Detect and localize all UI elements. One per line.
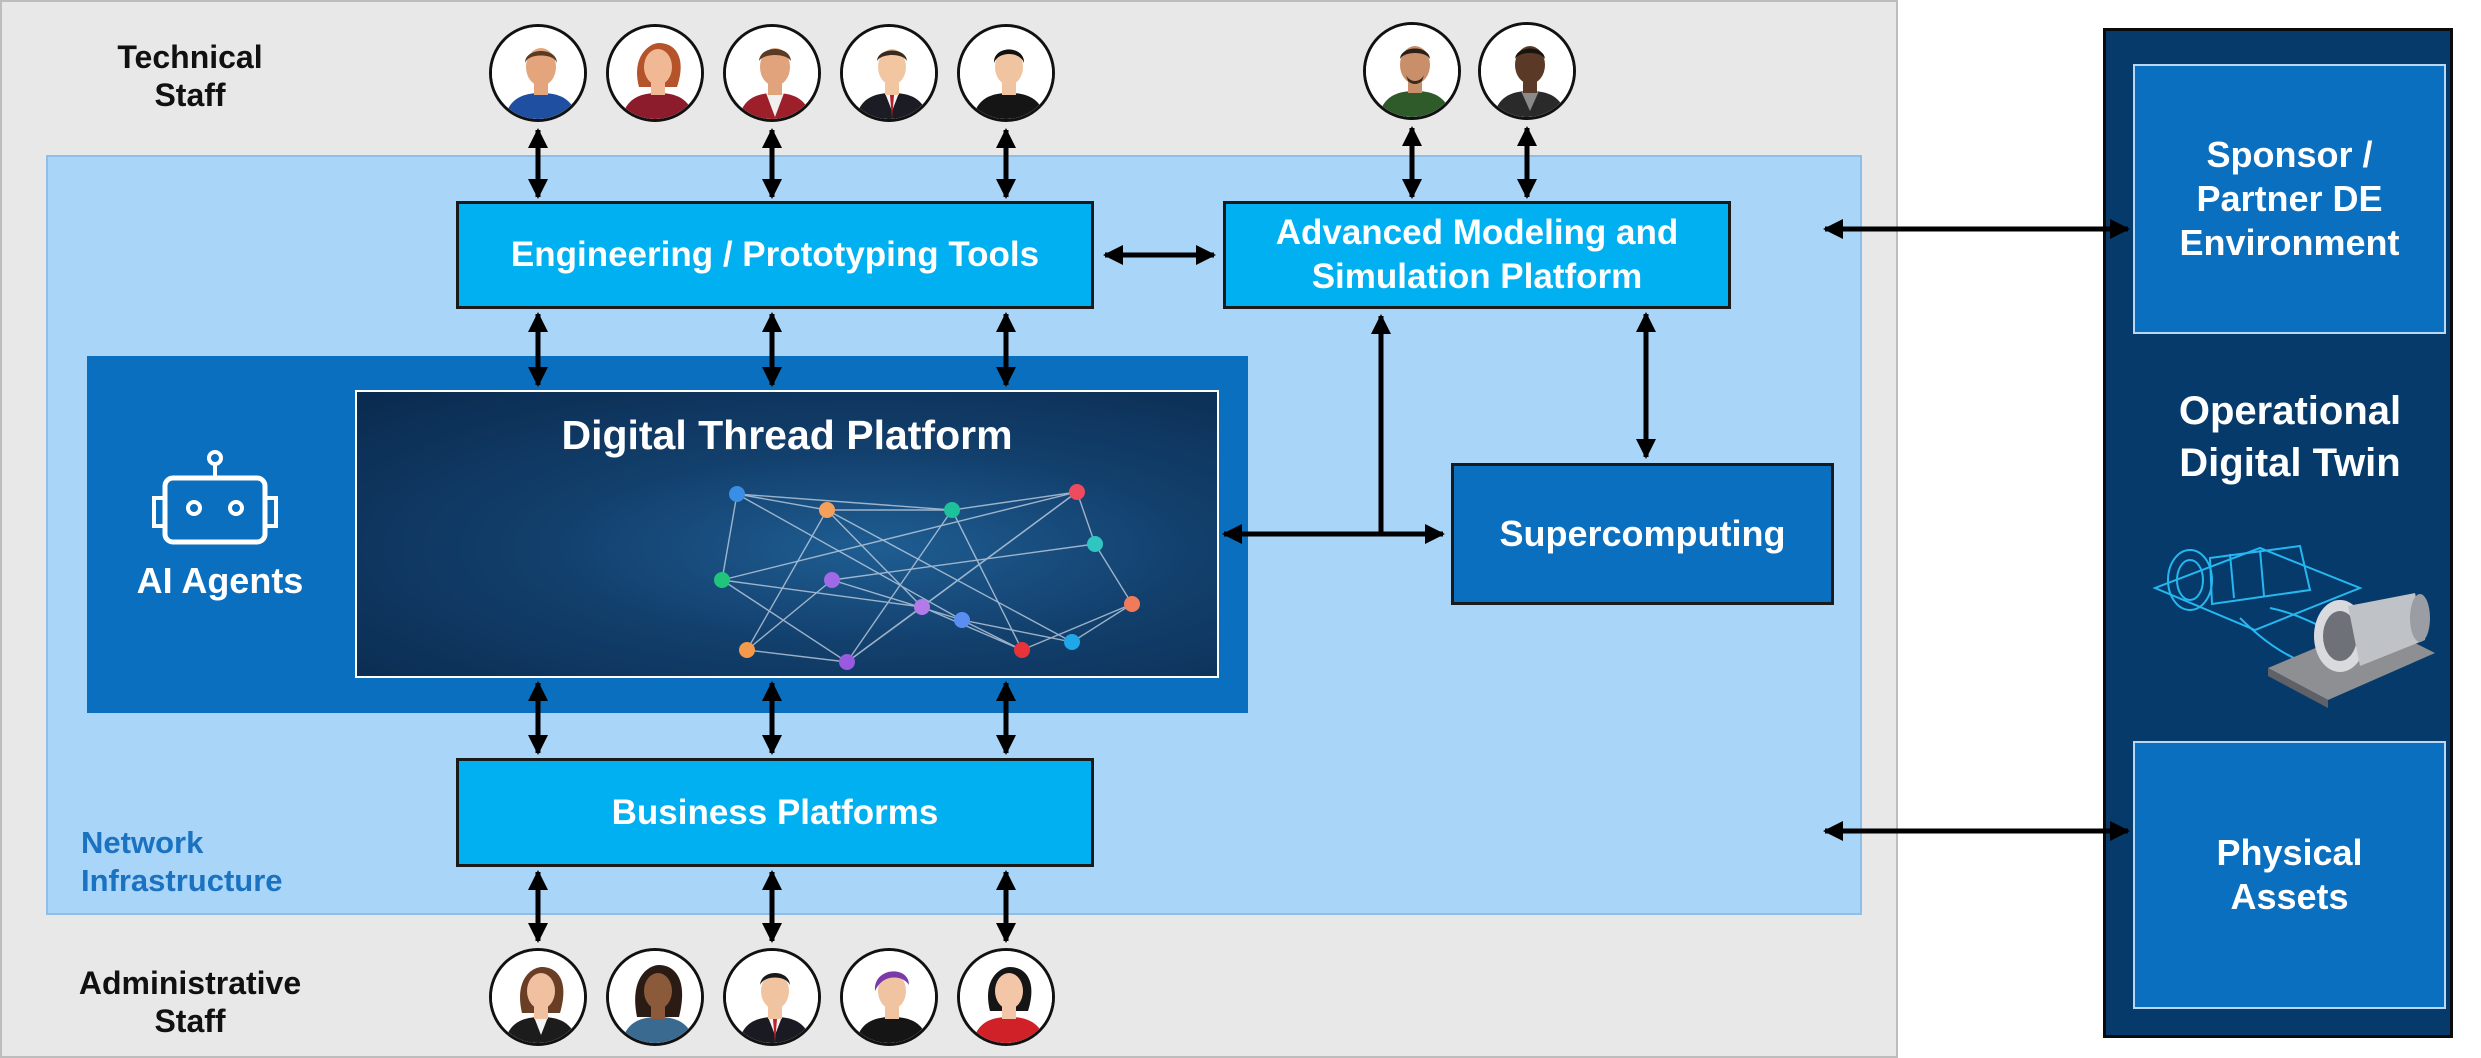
person-icon bbox=[723, 24, 821, 122]
jet-engine-icon bbox=[2150, 528, 2440, 708]
sponsor-partner-de-environment-box[interactable]: Sponsor / Partner DE Environment bbox=[2133, 64, 2446, 334]
technical-staff-label: Technical Staff bbox=[117, 39, 263, 113]
person-icon bbox=[489, 24, 587, 122]
person-icon bbox=[840, 24, 938, 122]
advanced-modeling-simulation-box[interactable]: Advanced Modeling and Simulation Platfor… bbox=[1223, 201, 1731, 309]
person-icon bbox=[723, 948, 821, 1046]
physical-assets-box[interactable]: Physical Assets bbox=[2133, 741, 2446, 1009]
person-icon bbox=[489, 948, 587, 1046]
engineering-prototyping-tools-box[interactable]: Engineering / Prototyping Tools bbox=[456, 201, 1094, 309]
person-icon bbox=[957, 24, 1055, 122]
person-icon bbox=[840, 948, 938, 1046]
supercomputing-box[interactable]: Supercomputing bbox=[1451, 463, 1834, 605]
operational-digital-twin-title: Operational Digital Twin bbox=[2178, 389, 2402, 485]
person-icon bbox=[1478, 22, 1576, 120]
person-icon bbox=[1363, 22, 1461, 120]
person-icon bbox=[606, 948, 704, 1046]
digital-thread-title: Digital Thread Platform bbox=[561, 412, 1013, 458]
person-icon bbox=[957, 948, 1055, 1046]
network-graph-icon bbox=[714, 484, 1140, 670]
robot-icon bbox=[150, 450, 280, 546]
person-icon bbox=[606, 24, 704, 122]
digital-thread-platform[interactable]: Digital Thread Platform bbox=[355, 390, 1219, 678]
ai-agents-label: AI Agents bbox=[136, 560, 304, 601]
business-platforms-box[interactable]: Business Platforms bbox=[456, 758, 1094, 867]
administrative-staff-label: Administrative Staff bbox=[78, 965, 302, 1039]
network-infrastructure-label: Network Infrastructure bbox=[81, 825, 283, 898]
